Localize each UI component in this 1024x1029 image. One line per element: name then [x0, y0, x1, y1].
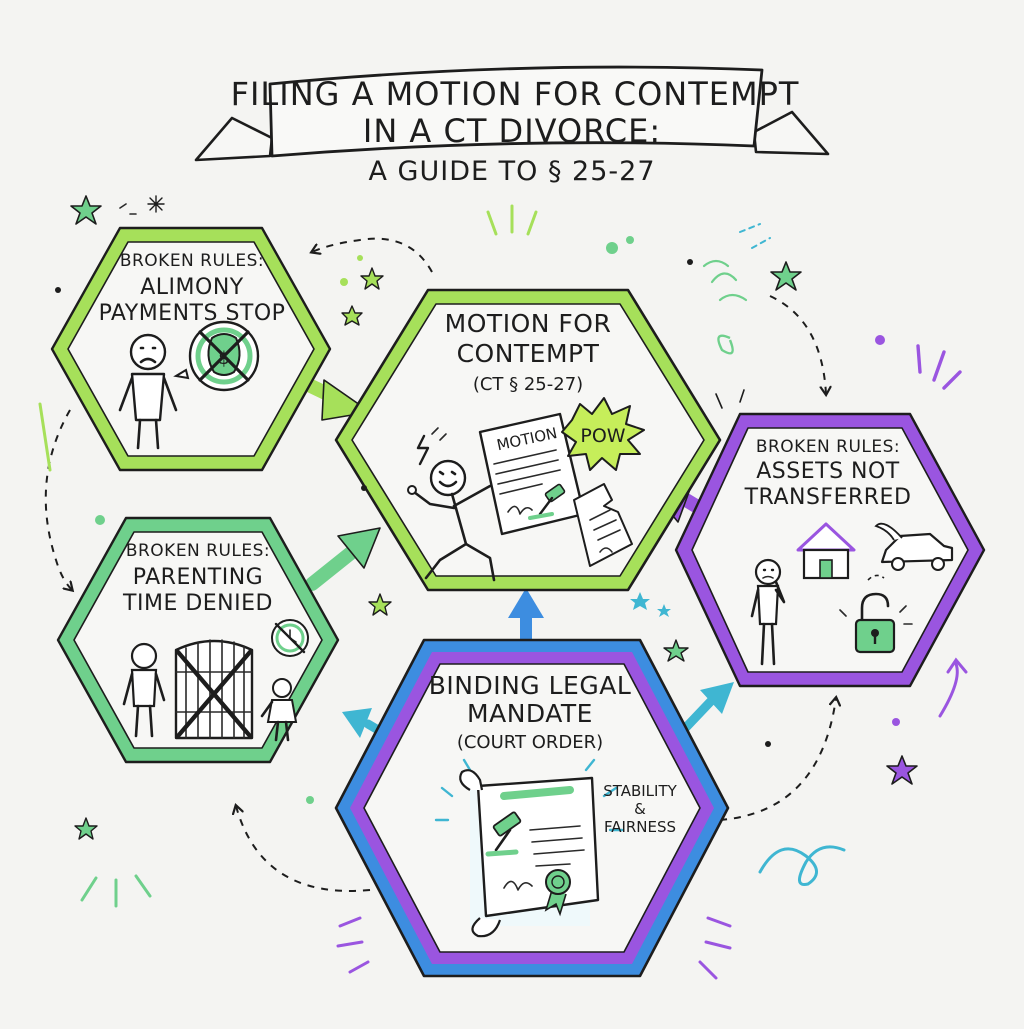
alimony-line-2: ALIMONY [140, 275, 244, 300]
pow-label: POW [580, 425, 625, 447]
sad-person-icon [118, 333, 178, 450]
parenting-line-1: BROKEN RULES: [126, 541, 270, 561]
node-motion: MOTION FOR CONTEMPT (CT § 25-27) MOTION [334, 288, 722, 592]
dashed-arrow-left [44, 409, 72, 590]
decorations [38, 195, 968, 980]
star-icon [368, 593, 392, 616]
gavel-icon [528, 483, 566, 520]
star-icon [360, 267, 384, 290]
scroll-icon [459, 769, 600, 938]
arrow-parenting-to-motion [305, 527, 381, 591]
car-icon [867, 522, 954, 581]
seal-icon [544, 869, 571, 917]
star-icon [74, 817, 98, 840]
star-icon [657, 604, 671, 617]
cheering-person-icon [407, 459, 496, 582]
svg-text:$: $ [218, 348, 229, 369]
padlock-icon [839, 592, 913, 654]
child-icon [260, 678, 298, 742]
title-line-1: FILING A MOTION FOR CONTEMPT [231, 75, 800, 113]
dashed-arrow-bottom-left [236, 806, 371, 892]
assets-line-1: BROKEN RULES: [756, 437, 900, 457]
mandate-line-1: BINDING LEGAL [429, 671, 632, 700]
dashed-arrow-top-left [312, 237, 433, 273]
node-mandate: BINDING LEGAL MANDATE (COURT ORDER) [334, 638, 730, 978]
parent-figure-icon [122, 642, 166, 738]
lightning-icon [416, 434, 430, 466]
house-icon [796, 522, 856, 580]
motion-line-3: (CT § 25-27) [473, 374, 583, 395]
parenting-line-2: PARENTING [133, 565, 263, 590]
mandate-note-2: & [634, 800, 646, 818]
parenting-line-3: TIME DENIED [122, 591, 273, 616]
star-icon [770, 261, 802, 291]
mandate-note-1: STABILITY [603, 782, 677, 800]
motion-line-2: CONTEMPT [457, 339, 600, 368]
torn-paper-icon [573, 483, 633, 567]
dashed-arrow-right-bottom [719, 698, 836, 821]
alimony-line-1: BROKEN RULES: [120, 251, 264, 271]
alimony-line-3: PAYMENTS STOP [99, 301, 286, 326]
motion-line-1: MOTION FOR [445, 309, 612, 338]
star-icon [886, 755, 918, 785]
mandate-line-2: MANDATE [467, 699, 593, 728]
node-parenting: BROKEN RULES: PARENTING TIME DENIED [56, 516, 340, 764]
title-line-2: IN A CT DIVORCE: [363, 112, 661, 150]
mandate-line-3: (COURT ORDER) [457, 732, 603, 753]
confused-person-icon [750, 558, 786, 666]
no-money-icon: $ [173, 320, 260, 392]
subtitle: A GUIDE TO § 25-27 [369, 156, 656, 187]
mandate-note-3: FAIRNESS [604, 818, 676, 836]
node-assets: BROKEN RULES: ASSETS NOT TRANSFERRED [674, 412, 986, 688]
dashed-arrow-right-top [769, 295, 826, 394]
title-banner: FILING A MOTION FOR CONTEMPT IN A CT DIV… [194, 65, 830, 187]
star-icon [70, 195, 102, 225]
gate-icon [174, 639, 254, 740]
node-alimony: BROKEN RULES: ALIMONY PAYMENTS STOP $ [50, 226, 332, 472]
no-clock-icon [271, 619, 309, 657]
document-icon: MOTION [478, 412, 586, 536]
star-icon [663, 639, 689, 662]
star-icon [630, 592, 650, 610]
pow-burst: POW [561, 397, 645, 471]
star-icon [341, 305, 363, 326]
glow-rays [434, 758, 624, 832]
assets-line-2: ASSETS NOT [756, 459, 900, 484]
assets-line-3: TRANSFERRED [744, 485, 912, 510]
gavel-icon [485, 811, 522, 857]
